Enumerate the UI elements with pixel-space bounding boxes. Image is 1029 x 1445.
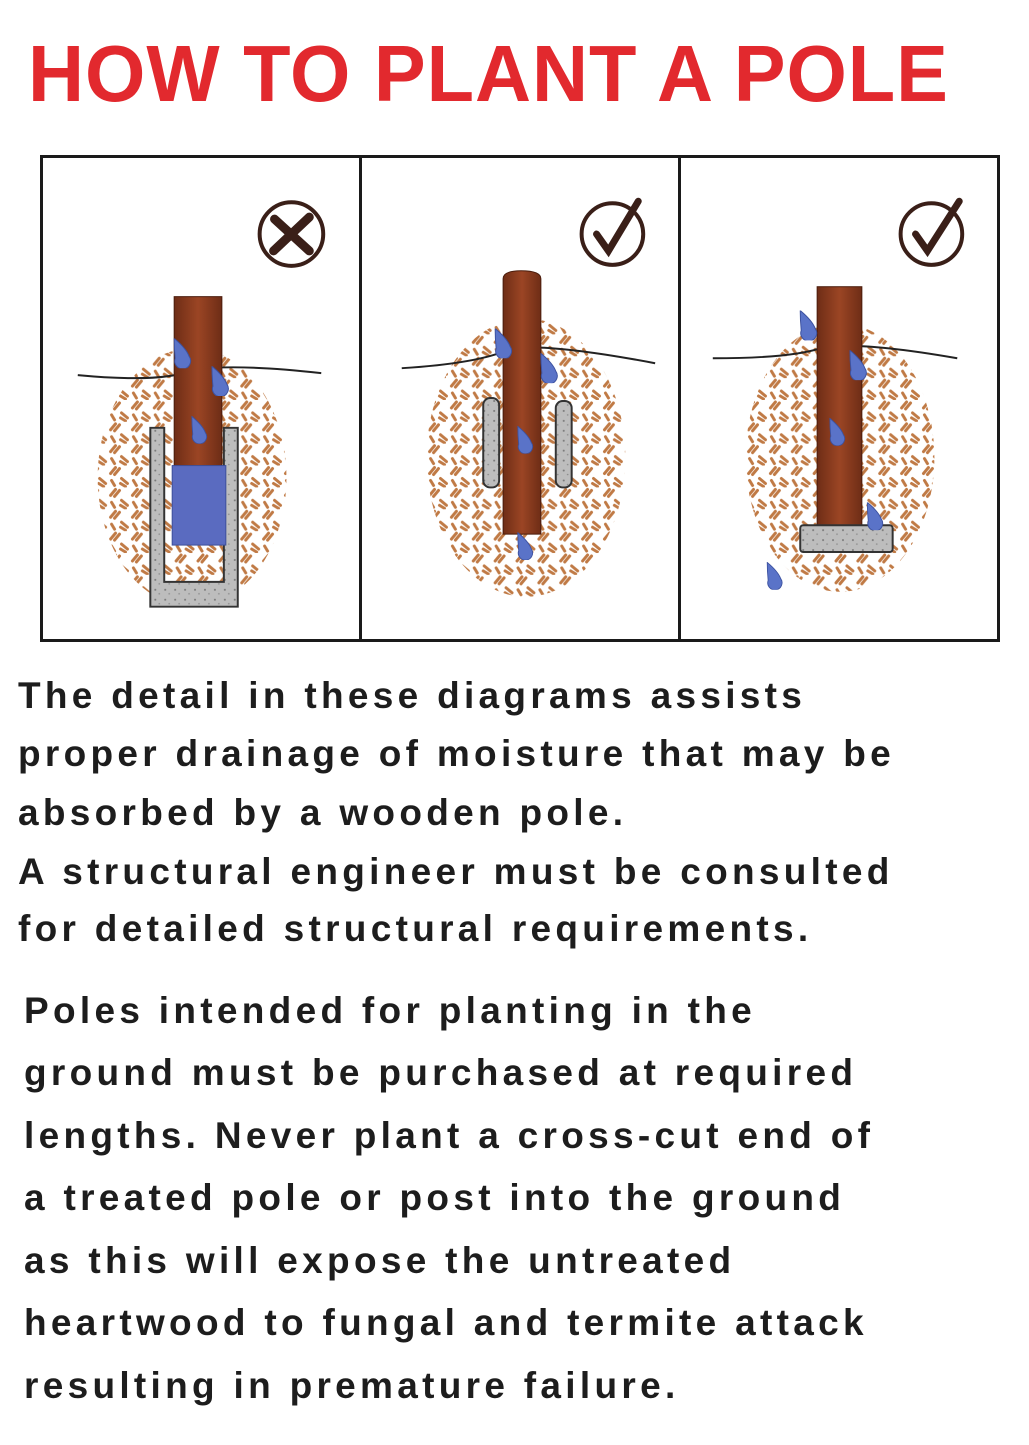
panel-incorrect (43, 158, 359, 639)
cross-circle-icon (257, 200, 326, 268)
text-line: heartwood to fungal and termite attack (24, 1302, 868, 1343)
concrete-pad (799, 524, 894, 554)
text-line: lengths. Never plant a cross-cut end of (24, 1115, 875, 1156)
check-circle-icon (898, 197, 965, 267)
concrete-side (482, 397, 501, 489)
concrete-side (554, 399, 573, 489)
panel-correct-1 (359, 158, 678, 639)
check-circle-icon (579, 197, 646, 267)
text-line: absorbed by a wooden pole. (18, 792, 628, 833)
text-line: A structural engineer must be consulted (18, 851, 894, 892)
text-line: for detailed structural requirements. (18, 908, 813, 949)
diagram-panels (40, 155, 1000, 642)
trapped-water (171, 465, 227, 546)
text-line: proper drainage of moisture that may be (18, 733, 896, 774)
pole (816, 286, 863, 526)
text-line: resulting in premature failure. (24, 1365, 680, 1406)
concrete-cup (149, 426, 239, 608)
text-line: The detail in these diagrams assists (18, 675, 807, 716)
panel-correct-2 (678, 158, 997, 639)
pole (502, 270, 542, 535)
text-line: ground must be purchased at required (24, 1052, 858, 1093)
text-line: Poles intended for planting in the (24, 990, 757, 1031)
text-line: as this will expose the untreated (24, 1240, 736, 1281)
text-line: a treated pole or post into the ground (24, 1177, 846, 1218)
page-title: HOW TO PLANT A POLE (28, 29, 949, 118)
